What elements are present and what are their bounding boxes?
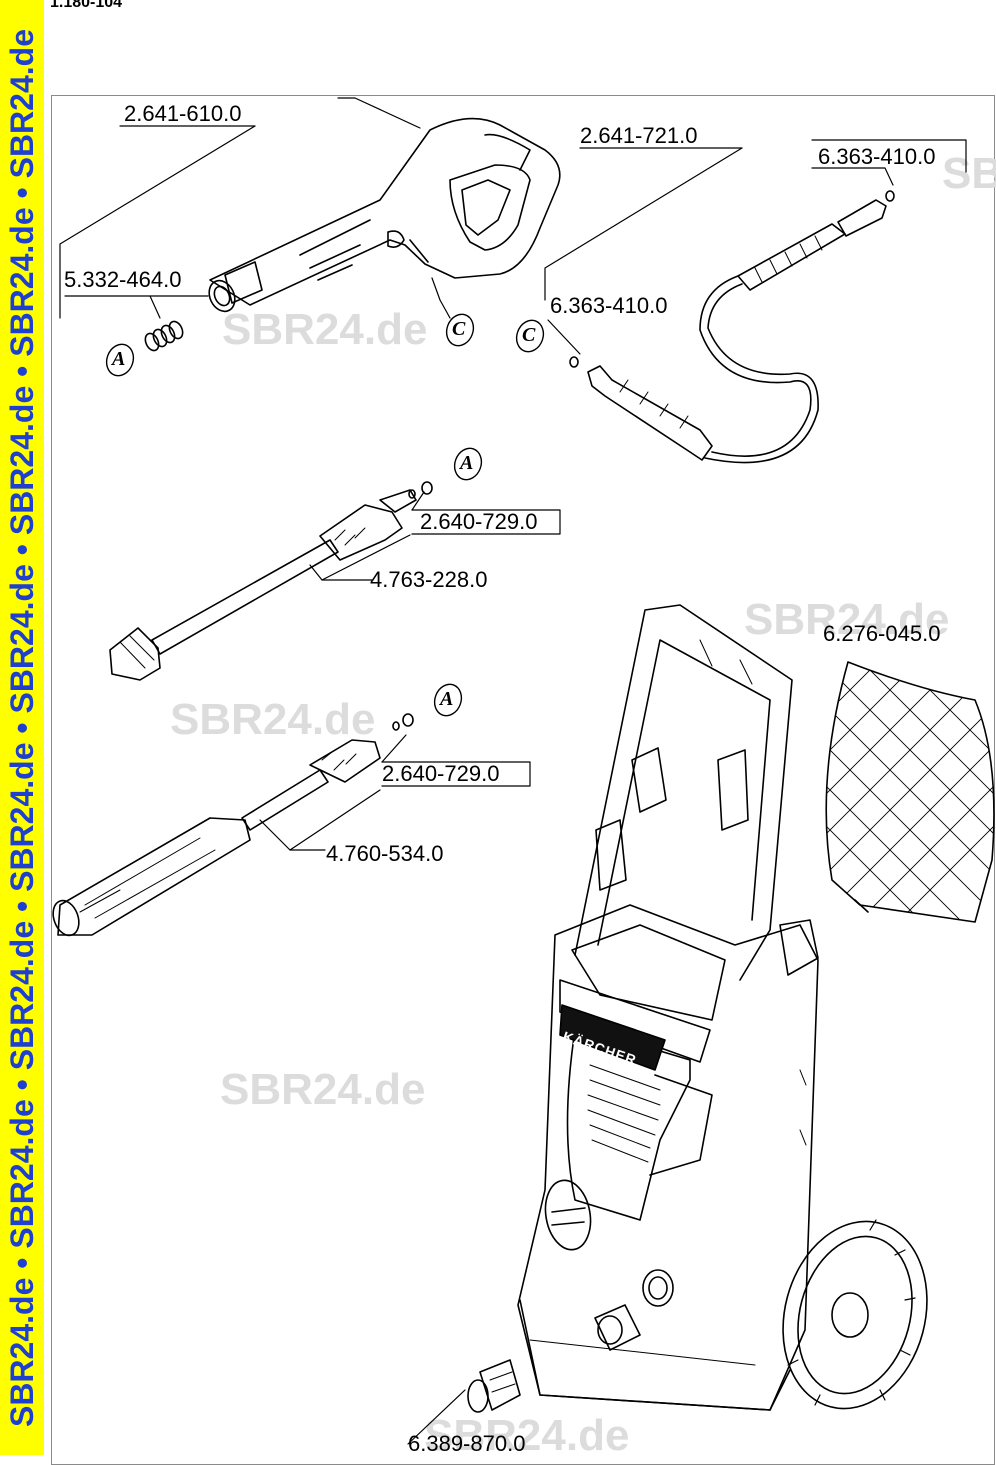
watermark: SBR24.de <box>744 595 950 644</box>
trigger-gun-drawing <box>208 117 561 313</box>
part-number-filter-mesh: 6.276-045.0 <box>823 621 941 646</box>
callout-a: A <box>112 348 126 370</box>
part-number-lance-oring-1: 2.640-729.0 <box>420 509 538 534</box>
watermark: SBR24.de <box>222 305 428 354</box>
pressure-washer-drawing <box>467 604 928 1413</box>
callout-c: C <box>452 318 466 340</box>
watermark: SBR24.de <box>942 149 996 198</box>
part-number-hose-oring-top: 6.363-410.0 <box>818 144 936 169</box>
brand-label-box <box>559 1004 666 1071</box>
document-id: 1.180-104 <box>50 0 123 11</box>
watermark: SBR24.de <box>220 1065 426 1114</box>
part-number-lance-oring-2: 2.640-729.0 <box>382 761 500 786</box>
callout-c: C <box>522 324 536 346</box>
part-number-hose: 2.641-721.0 <box>580 123 698 148</box>
part-number-vario-lance: 4.760-534.0 <box>326 841 444 866</box>
callout-a: A <box>460 452 474 474</box>
vario-lance-drawing <box>52 713 414 937</box>
dirt-blaster-drawing <box>109 481 433 681</box>
leader-lines <box>59 97 967 1445</box>
hose-drawing <box>569 190 895 464</box>
part-number-dirt-blaster: 4.763-228.0 <box>370 567 488 592</box>
part-number-trigger-gun: 2.641-610.0 <box>124 101 242 126</box>
side-banner: SBR24.de • SBR24.de • SBR24.de • SBR24.d… <box>0 0 44 1455</box>
watermark: SBR24.de <box>424 1411 630 1460</box>
part-number-hose-oring-bottom: 6.363-410.0 <box>550 293 668 318</box>
callout-circles <box>105 313 545 717</box>
watermark: SBR24.de <box>170 695 376 744</box>
part-number-gun-spring: 5.332-464.0 <box>64 267 182 292</box>
gun-spring-drawing <box>144 320 184 352</box>
part-number-water-inlet: 6.389-870.0 <box>408 1431 526 1456</box>
filter-mesh-drawing <box>825 661 995 923</box>
callout-a: A <box>440 688 454 710</box>
